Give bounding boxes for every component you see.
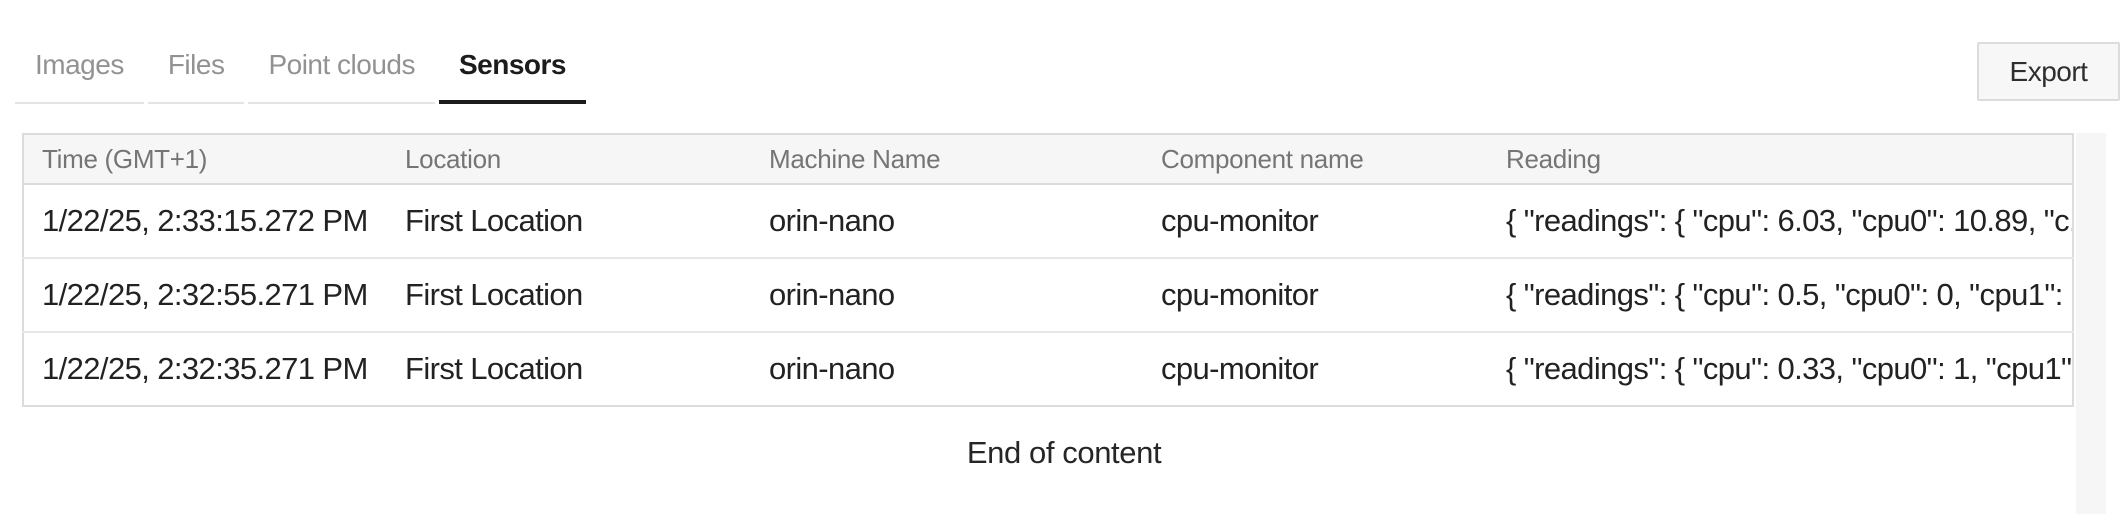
cell-location: First Location: [387, 184, 751, 259]
cell-machine-name: orin-nano: [751, 258, 1143, 333]
cell-time: 1/22/25, 2:32:35.271 PM: [42, 351, 368, 386]
cell-reading: { "readings": { "cpu": 0.5, "cpu0": 0, "…: [1488, 258, 2073, 333]
tab-bar: Images Files Point clouds Sensors: [13, 0, 588, 104]
column-header-time: Time (GMT+1): [23, 134, 387, 185]
column-header-reading: Reading: [1488, 134, 2073, 185]
table-row[interactable]: 1/22/25, 2:33:15.272 PM First Location o…: [23, 184, 2073, 259]
tab-files[interactable]: Files: [147, 0, 245, 104]
cell-machine-name: orin-nano: [769, 351, 895, 386]
cell-component-name: cpu-monitor: [1143, 258, 1488, 333]
tab-images[interactable]: Images: [15, 0, 144, 104]
end-of-content-label: End of content: [966, 435, 1162, 470]
cell-machine-name: orin-nano: [751, 184, 1143, 259]
cell-location: First Location: [387, 258, 751, 333]
table-row[interactable]: 1/22/25, 2:32:55.271 PM First Location o…: [23, 258, 2073, 333]
table-header-row: Time (GMT+1) Location Machine Name Compo…: [23, 134, 2073, 185]
tab-sensors[interactable]: Sensors: [439, 0, 586, 104]
cell-time: 1/22/25, 2:32:55.271 PM: [23, 258, 387, 333]
cell-component-name: cpu-monitor: [1161, 351, 1319, 386]
column-header-machine-name: Machine Name: [751, 134, 1143, 185]
table-row[interactable]: 1/22/25, 2:32:35.271 PM First Location o…: [23, 332, 2073, 406]
scrollbar-track[interactable]: [2076, 133, 2106, 514]
export-button[interactable]: Export: [1977, 42, 2120, 101]
sensor-readings-table: Time (GMT+1) Location Machine Name Compo…: [22, 133, 2074, 407]
column-header-location: Location: [387, 134, 751, 185]
cell-reading: { "readings": { "cpu": 6.03, "cpu0": 10.…: [1488, 184, 2073, 259]
tab-point-clouds[interactable]: Point clouds: [248, 0, 435, 104]
cell-time: 1/22/25, 2:33:15.272 PM: [23, 184, 387, 259]
cell-reading: { "readings": { "cpu": 0.33, "cpu0": 1, …: [1506, 351, 2073, 386]
cell-location: First Location: [405, 351, 583, 386]
cell-component-name: cpu-monitor: [1143, 184, 1488, 259]
column-header-component-name: Component name: [1143, 134, 1488, 185]
